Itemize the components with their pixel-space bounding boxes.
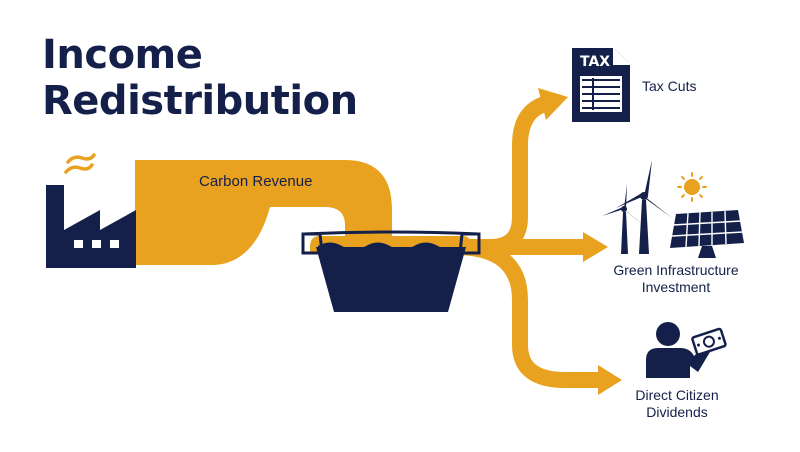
arrow-tax-cuts bbox=[455, 95, 551, 255]
arrowhead-tax-cuts bbox=[538, 88, 568, 120]
output-label-tax-cuts: Tax Cuts bbox=[642, 78, 696, 95]
output-label-green-infrastructure: Green Infrastructure Investment bbox=[604, 262, 748, 296]
carbon-revenue-label: Carbon Revenue bbox=[199, 173, 313, 190]
wind-turbine-small-icon bbox=[602, 184, 642, 254]
revenue-basin bbox=[301, 230, 481, 312]
distribution-arrows bbox=[454, 95, 600, 388]
arrow-heads bbox=[538, 88, 622, 395]
sun-icon bbox=[677, 172, 707, 202]
page-title: Income Redistribution bbox=[42, 32, 358, 124]
carbon-revenue-pipe bbox=[135, 160, 392, 265]
direct-dividends-line-1: Direct Citizen bbox=[635, 387, 719, 403]
green-infrastructure-line-2: Investment bbox=[641, 279, 711, 295]
title-line-1: Income bbox=[42, 32, 203, 78]
output-label-direct-dividends: Direct Citizen Dividends bbox=[621, 387, 733, 421]
tax-document-icon: TAX bbox=[572, 48, 630, 122]
green-infrastructure-line-1: Green Infrastructure bbox=[613, 262, 739, 278]
tax-icon-text: TAX bbox=[580, 54, 610, 70]
title-line-2: Redistribution bbox=[42, 78, 358, 124]
wind-solar-icon bbox=[602, 160, 744, 258]
arrow-direct-dividends bbox=[454, 239, 600, 388]
solar-panel-icon bbox=[670, 210, 744, 258]
arrowhead-direct-dividends bbox=[598, 365, 622, 395]
arrowhead-green-infrastructure bbox=[583, 232, 608, 262]
tax-cuts-line-1: Tax Cuts bbox=[642, 78, 697, 94]
factory-icon bbox=[46, 153, 136, 268]
wind-turbine-large-icon bbox=[616, 160, 672, 254]
direct-dividends-line-2: Dividends bbox=[646, 404, 708, 420]
cash-bill-icon bbox=[691, 327, 727, 356]
person-cash-icon bbox=[646, 322, 727, 378]
